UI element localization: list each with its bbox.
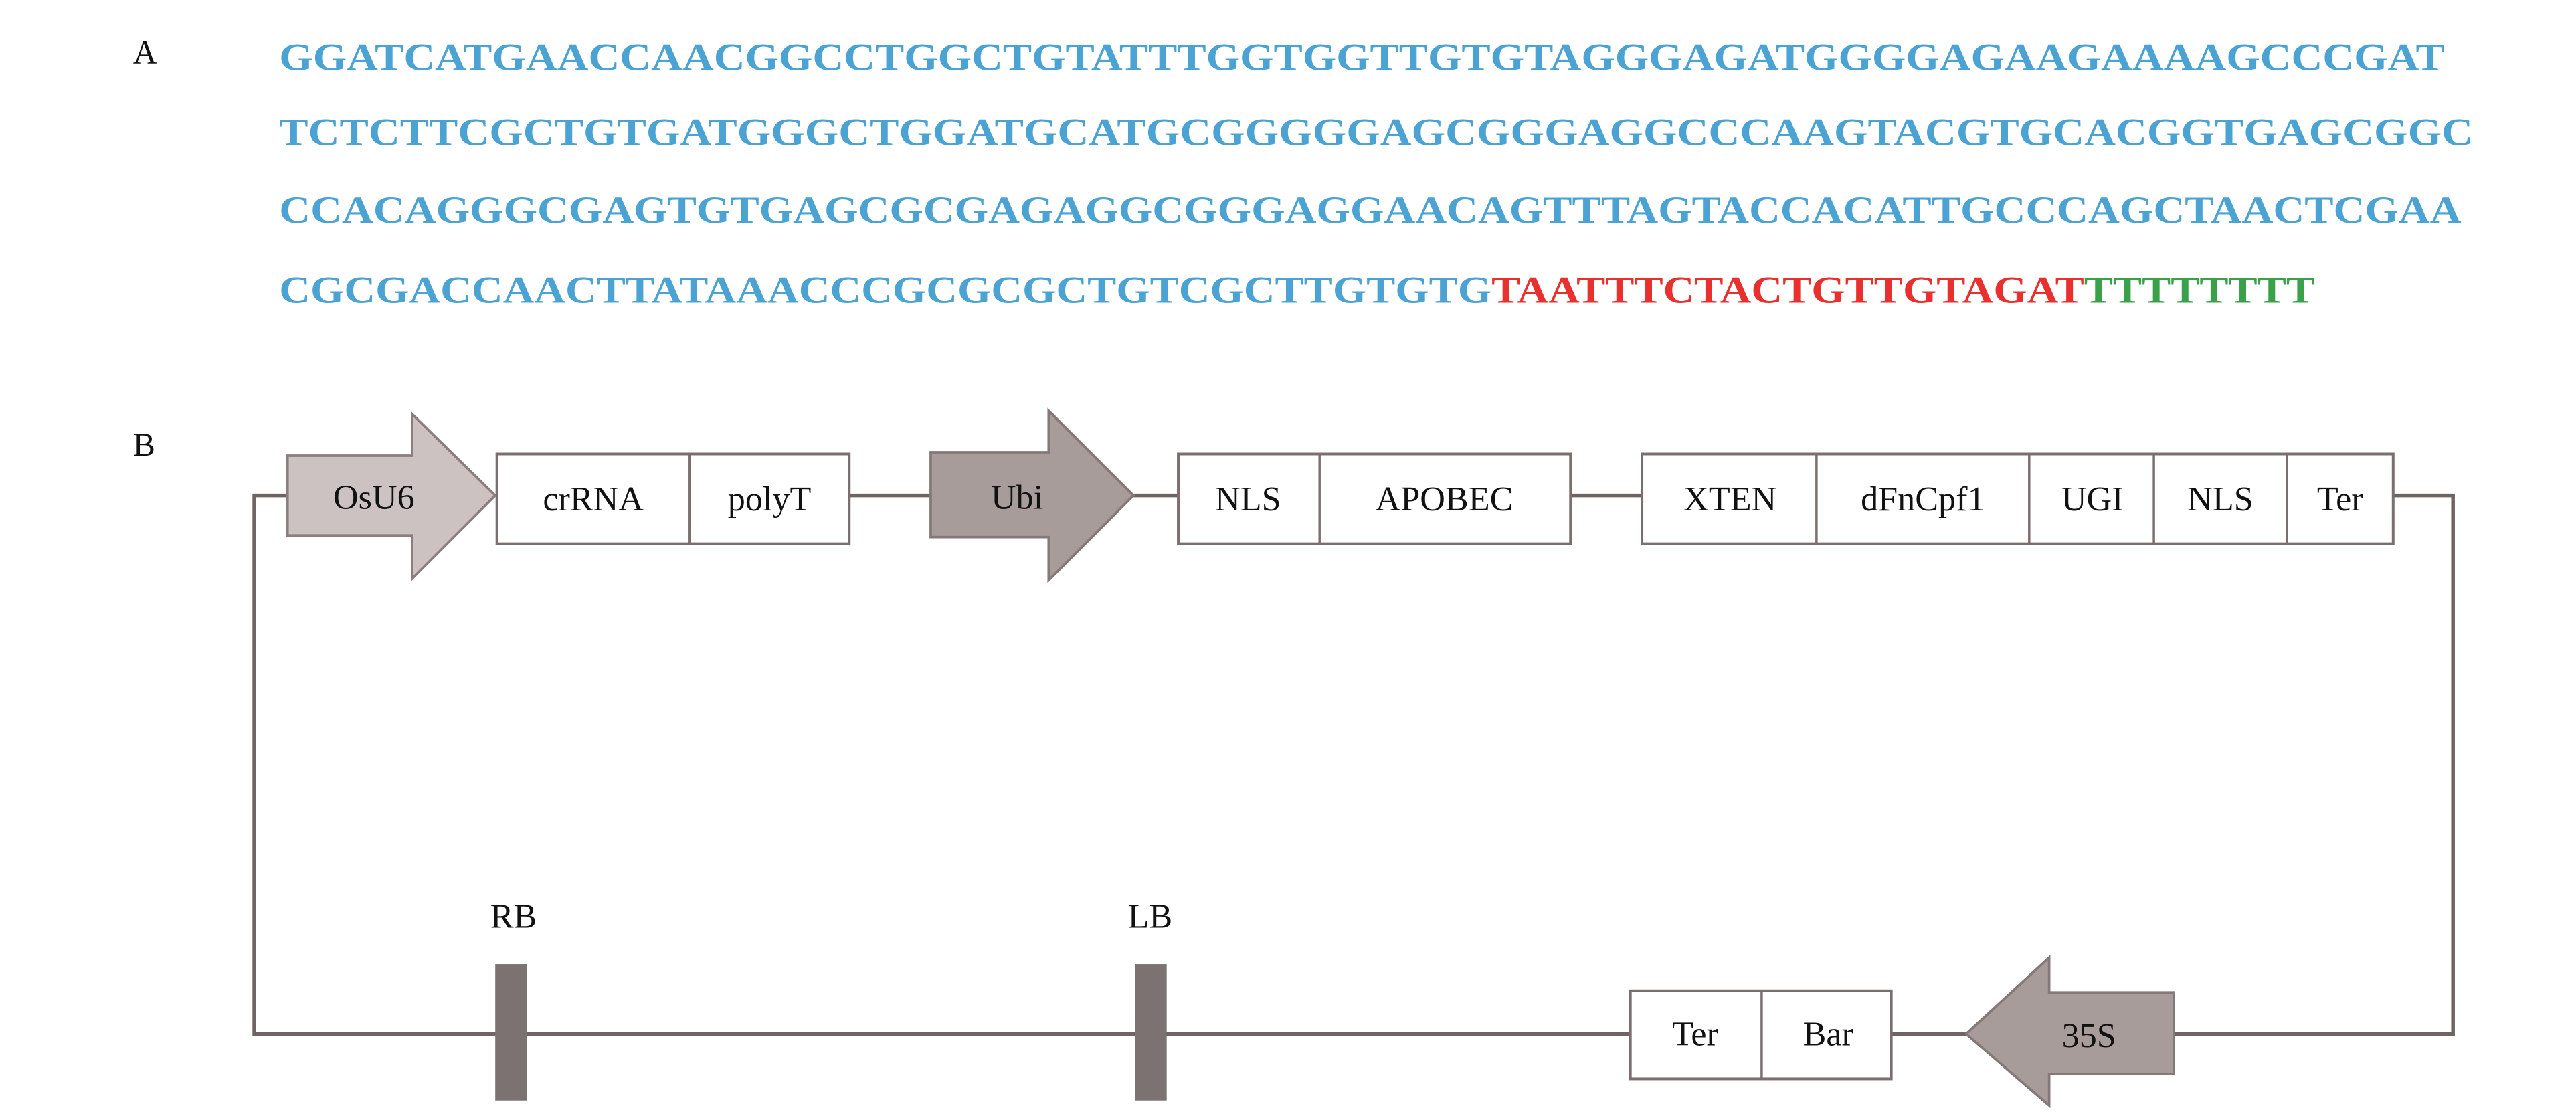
ubi-promoter: Ubi — [929, 407, 1135, 583]
sequence-segment-promoter: CGCGACCAACTTATAAACCCGCGCGCTGTCGCTTGTGTG — [279, 269, 1491, 311]
backbone — [252, 493, 2455, 1036]
sequence-segment: TCTCTTCGCTGTGATGGGCTGGATGCATGCGGGGGAGCGG… — [279, 111, 2473, 153]
apobec-cassette: NLS APOBEC — [1177, 452, 1572, 545]
bar-cassette: Ter Bar — [1629, 989, 1893, 1081]
nls-label: NLS — [1215, 480, 1281, 519]
35s-label: 35S — [2062, 1017, 2116, 1055]
osu6-label: OsU6 — [333, 478, 415, 517]
xten-label: XTEN — [1683, 480, 1776, 519]
promoter-arrow-right-light — [286, 411, 497, 582]
panel-a-label: A — [133, 34, 157, 71]
lb-border: LB — [1128, 897, 1173, 1101]
ter-2-label: Ter — [1672, 1016, 1718, 1054]
bar-label: Bar — [1803, 1016, 1853, 1054]
cassette-box — [1641, 452, 2395, 545]
backbone-left — [252, 493, 499, 1036]
dfncpf1-label: dFnCpf1 — [1861, 480, 1985, 519]
lb-marker — [1135, 964, 1167, 1101]
rb-marker — [495, 964, 527, 1101]
polyt-label: polyT — [728, 480, 812, 519]
ugi-label: UGI — [2061, 480, 2124, 519]
35s-promoter: 35S — [1964, 954, 2175, 1109]
sequence-segment: CCACAGGGCGAGTGTGAGCGCGAGAGGCGGGAGGAACAGT… — [279, 189, 2461, 231]
sequence-segment-polyt: TTTTTTTT — [2084, 269, 2315, 311]
lb-label: LB — [1128, 897, 1173, 935]
nls-2-label: NLS — [2187, 480, 2253, 519]
sequence-line-2: TCTCTTCGCTGTGATGGGCTGGATGCATGCGGGGGAGCGG… — [279, 111, 2473, 153]
cassette-box — [495, 452, 851, 545]
sequence-block: GGATCATGAACCAACGGCCTGGCTGTATTTGGTGGTTGTG… — [279, 37, 2473, 312]
rb-border: RB — [490, 897, 537, 1101]
sequence-line-3: CCACAGGGCGAGTGTGAGCGCGAGAGGCGGGAGGAACAGT… — [279, 189, 2461, 231]
panel-b-label: B — [133, 426, 155, 463]
osu6-promoter: OsU6 — [286, 411, 497, 582]
promoter-arrow-left — [1964, 954, 2175, 1109]
sequence-segment: GGATCATGAACCAACGGCCTGGCTGTATTTGGTGGTTGTG… — [279, 37, 2444, 79]
crrna-label: crRNA — [543, 480, 644, 519]
ubi-label: Ubi — [991, 478, 1043, 517]
crrna-cassette: crRNA polyT — [495, 452, 851, 545]
rb-label: RB — [490, 897, 537, 935]
cassette-box — [1177, 452, 1572, 545]
backbone-right — [2173, 493, 2455, 1036]
sequence-line-1: GGATCATGAACCAACGGCCTGGCTGTATTTGGTGGTTGTG… — [279, 37, 2444, 79]
sequence-segment-direct-repeat: TAATTTCTACTGTTGTAGAT — [1491, 269, 2084, 311]
promoter-arrow-right-dark — [929, 407, 1135, 583]
ter-label: Ter — [2317, 480, 2363, 519]
cpf1-cassette: XTEN dFnCpf1 UGI NLS Ter — [1641, 452, 2395, 545]
apobec-label: APOBEC — [1376, 480, 1513, 519]
